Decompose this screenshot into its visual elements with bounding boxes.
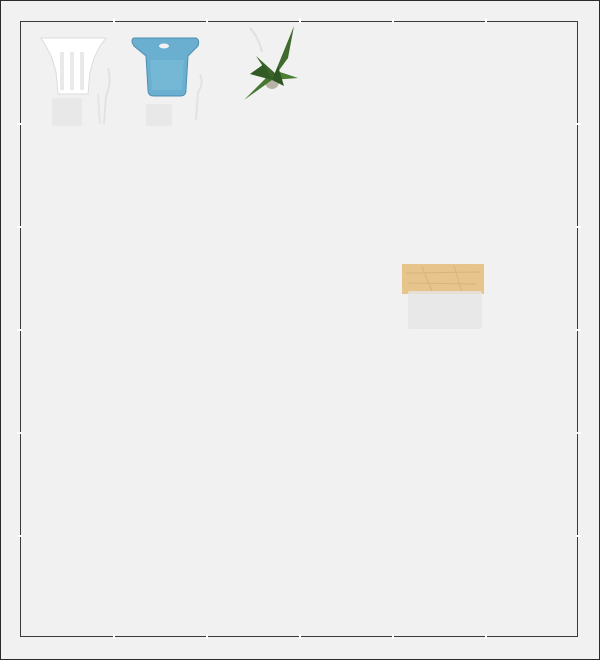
- chair-white-icon[interactable]: [38, 32, 116, 128]
- wooden-bench-icon[interactable]: [402, 263, 486, 331]
- chair-blue-icon[interactable]: [128, 34, 210, 128]
- potted-plant-icon[interactable]: [236, 22, 306, 106]
